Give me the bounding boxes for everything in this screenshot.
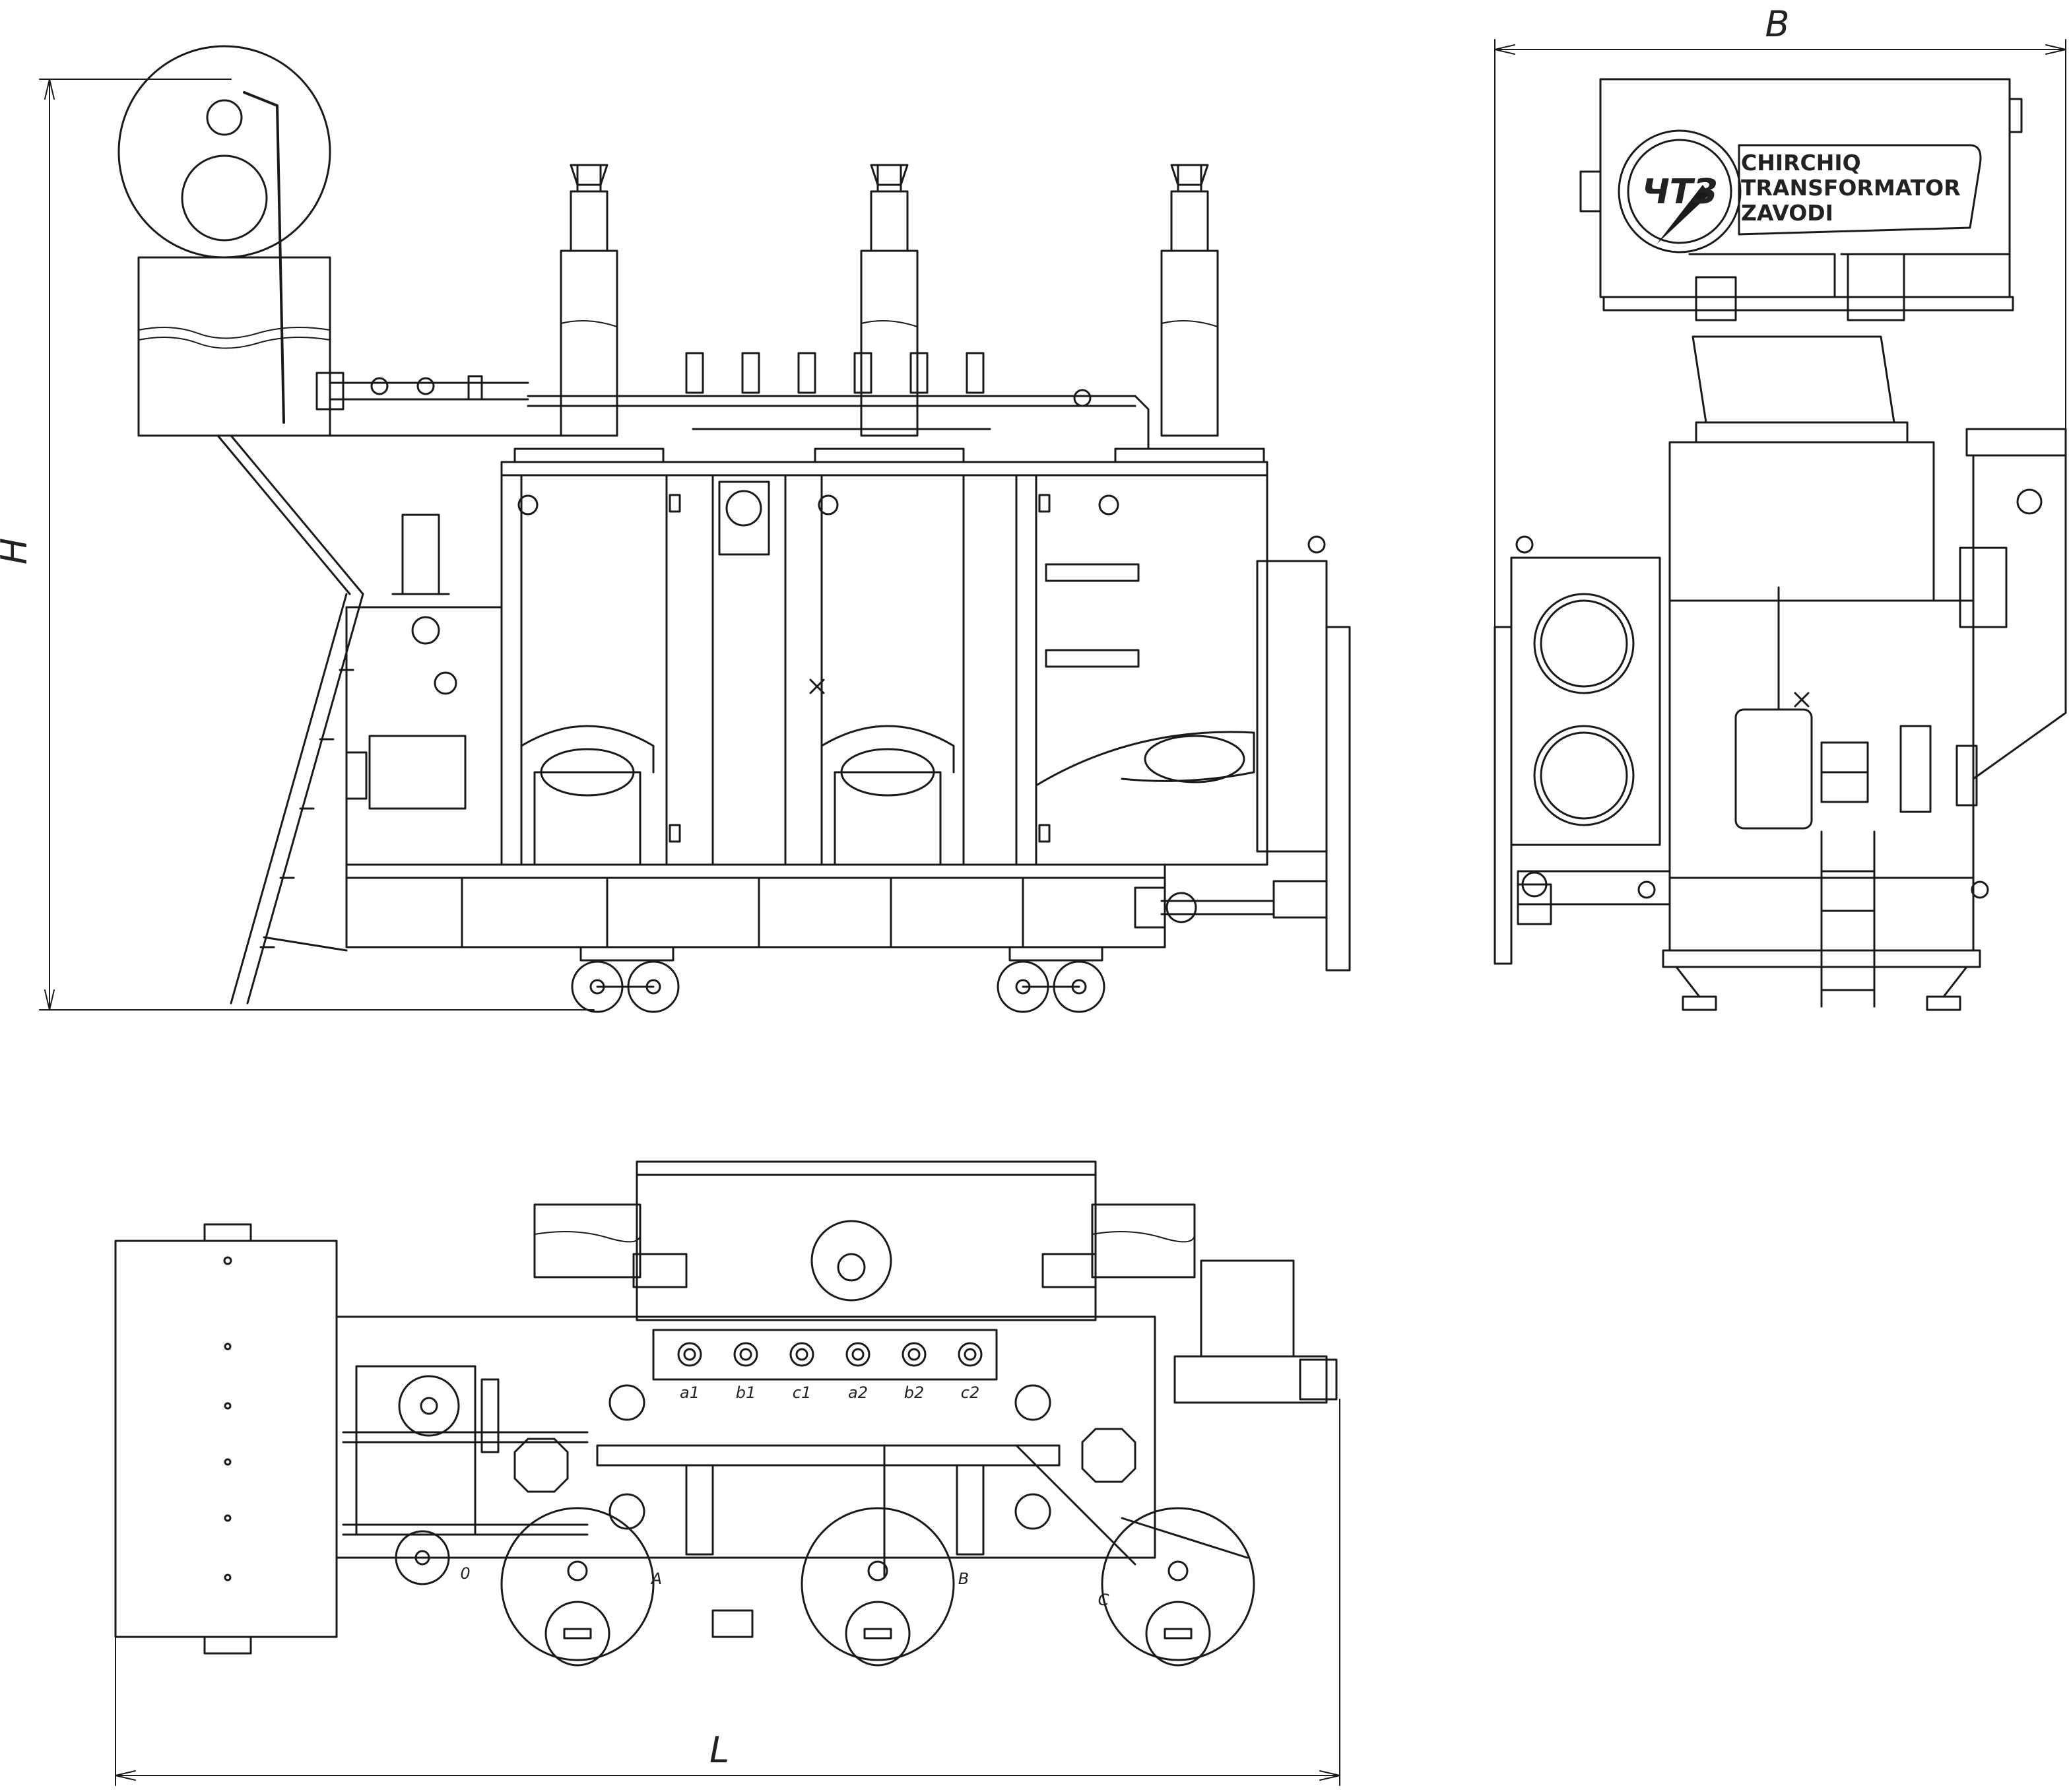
height-dimension-label: H bbox=[0, 538, 35, 565]
base-frame bbox=[345, 863, 1166, 962]
brand-line-3: ZAVODI bbox=[1741, 200, 1833, 226]
plan-conservator bbox=[114, 1223, 338, 1655]
terminal-label-c2: c2 bbox=[961, 1383, 979, 1402]
terminal-label-C: C bbox=[1098, 1591, 1109, 1609]
top-pipework bbox=[137, 372, 1150, 450]
terminal-label-c1: c1 bbox=[793, 1383, 811, 1402]
height-dimension bbox=[39, 79, 595, 1011]
brand-line-2: TRANSFORMATOR bbox=[1741, 175, 1961, 201]
access-ladder bbox=[216, 434, 364, 1005]
manufacturer-logo-letters: ЧТЗ bbox=[1642, 172, 1717, 212]
terminal-label-b1: b1 bbox=[736, 1383, 756, 1402]
manufacturer-logo bbox=[1618, 129, 1742, 253]
plan-hv-bushings bbox=[500, 1507, 1255, 1667]
length-dimension-label: L bbox=[709, 1729, 729, 1771]
width-dimension bbox=[1494, 39, 2066, 628]
front-conservator bbox=[1579, 78, 2023, 321]
length-dimension bbox=[115, 1399, 1340, 1786]
front-elevation-view bbox=[1494, 39, 2067, 1011]
front-base bbox=[1517, 830, 1989, 1011]
front-radiator bbox=[1494, 535, 1661, 965]
conservator-tank bbox=[117, 45, 331, 437]
lv-bushings bbox=[685, 352, 991, 430]
front-tank bbox=[1668, 335, 1978, 879]
inspection-openings bbox=[520, 725, 1255, 866]
plan-top-frame bbox=[533, 1160, 1295, 1358]
main-tank bbox=[500, 461, 1268, 866]
terminal-label-a2: a2 bbox=[848, 1383, 868, 1402]
terminal-label-A: A bbox=[650, 1570, 662, 1588]
width-dimension-label: B bbox=[1765, 3, 1789, 45]
terminal-label-a1: a1 bbox=[680, 1383, 700, 1402]
terminal-label-B: B bbox=[958, 1570, 969, 1588]
terminal-label-neutral: 0 bbox=[460, 1564, 470, 1583]
side-elevation-view bbox=[39, 45, 1351, 1013]
brand-line-1: CHIRCHIQ bbox=[1741, 150, 1861, 176]
left-terminal-box bbox=[345, 514, 503, 866]
plan-view bbox=[114, 1160, 1340, 1786]
hv-bushings bbox=[513, 164, 1265, 463]
front-right-cooler bbox=[1959, 428, 2067, 780]
plan-tank bbox=[335, 1315, 1338, 1585]
wheel-bogies bbox=[571, 960, 1105, 1013]
terminal-label-b2: b2 bbox=[904, 1383, 925, 1402]
